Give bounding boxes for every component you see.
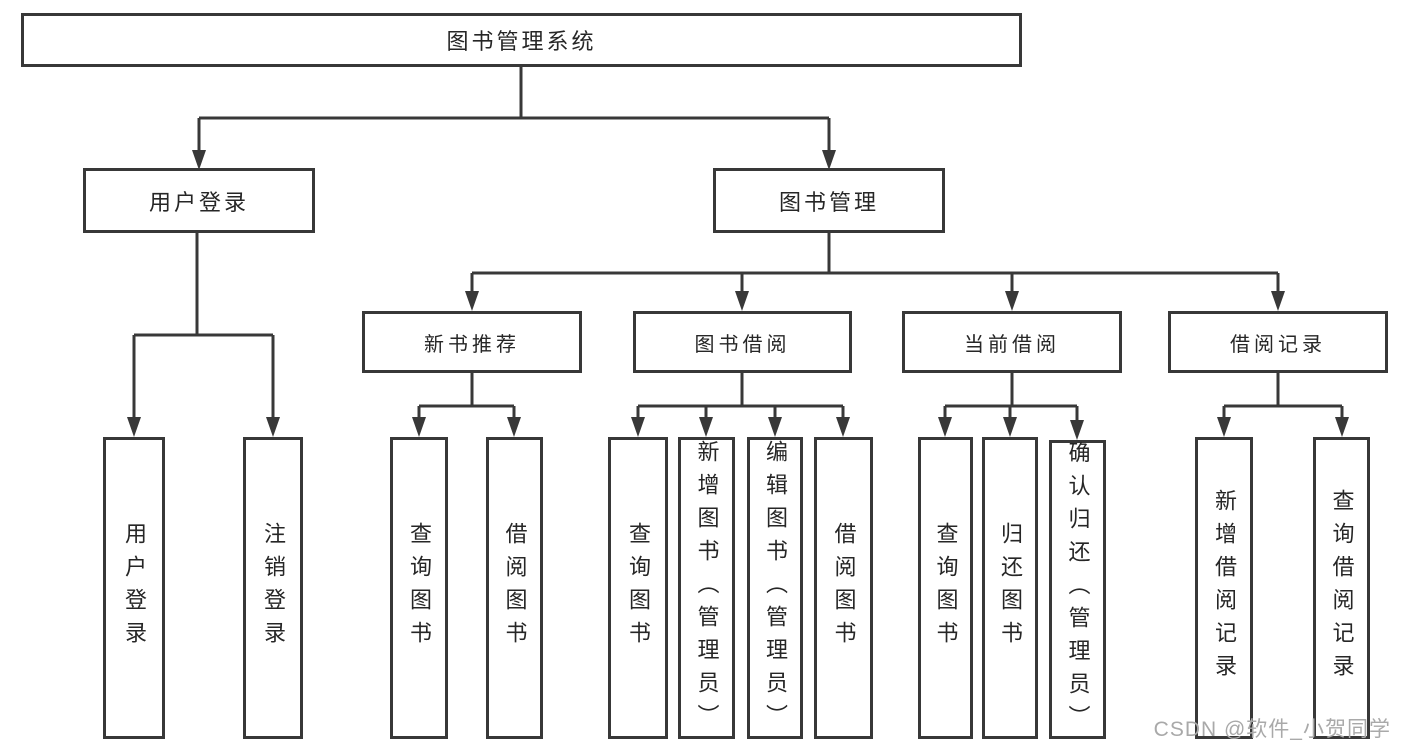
leaf-return-book: 归还图书	[982, 437, 1038, 739]
leaf-logout-label: 注销登录	[261, 522, 286, 654]
node-book-management-label: 图书管理	[778, 189, 879, 215]
leaf-record-add: 新增借阅记录	[1195, 437, 1253, 739]
leaf-user-login-label: 用户登录	[122, 522, 147, 654]
node-book-borrow: 图书借阅	[633, 311, 852, 373]
node-user-login-label: 用户登录	[148, 189, 249, 215]
connector-paths	[132, 67, 1344, 424]
node-book-management: 图书管理	[713, 168, 945, 233]
node-root-label: 图书管理系统	[446, 29, 597, 54]
leaf-newbook-query-label: 查询图书	[407, 522, 432, 654]
node-current-borrow-label: 当前借阅	[964, 333, 1060, 356]
leaf-borrow-add-admin-label: 新增图书（管理员）	[694, 439, 720, 737]
node-book-borrow-label: 图书借阅	[694, 333, 791, 356]
node-borrow-record-label: 借阅记录	[1230, 333, 1326, 356]
node-current-borrow: 当前借阅	[902, 311, 1122, 373]
node-root-system: 图书管理系统	[21, 13, 1022, 67]
leaf-newbook-borrow-label: 借阅图书	[502, 522, 528, 654]
leaf-newbook-query: 查询图书	[390, 437, 448, 739]
leaf-record-query: 查询借阅记录	[1313, 437, 1370, 739]
leaf-current-query: 查询图书	[918, 437, 973, 739]
leaf-borrow-query: 查询图书	[608, 437, 668, 739]
leaf-borrow-book: 借阅图书	[814, 437, 873, 739]
leaf-borrow-book-label: 借阅图书	[831, 522, 857, 654]
node-user-login: 用户登录	[83, 168, 315, 233]
leaf-borrow-edit-admin-label: 编辑图书（管理员）	[763, 439, 788, 737]
arrowheads	[127, 150, 1349, 440]
leaf-confirm-return-admin: 确认归还（管理员）	[1049, 440, 1106, 739]
leaf-newbook-borrow: 借阅图书	[486, 437, 543, 739]
leaf-confirm-return-admin-label: 确认归还（管理员）	[1065, 441, 1091, 738]
leaf-logout: 注销登录	[243, 437, 303, 739]
node-new-book-recommend: 新书推荐	[362, 311, 582, 373]
node-borrow-record: 借阅记录	[1168, 311, 1388, 373]
leaf-current-query-label: 查询图书	[933, 522, 959, 654]
csdn-watermark: CSDN @软件_小贺同学	[1153, 718, 1391, 741]
leaf-return-book-label: 归还图书	[998, 522, 1023, 654]
leaf-user-login: 用户登录	[103, 437, 165, 739]
leaf-record-query-label: 查询借阅记录	[1329, 489, 1355, 687]
leaf-borrow-query-label: 查询图书	[626, 522, 651, 654]
leaf-record-add-label: 新增借阅记录	[1212, 489, 1237, 687]
node-new-book-recommend-label: 新书推荐	[424, 333, 520, 356]
leaf-borrow-add-admin: 新增图书（管理员）	[678, 437, 735, 739]
leaf-borrow-edit-admin: 编辑图书（管理员）	[747, 437, 803, 739]
